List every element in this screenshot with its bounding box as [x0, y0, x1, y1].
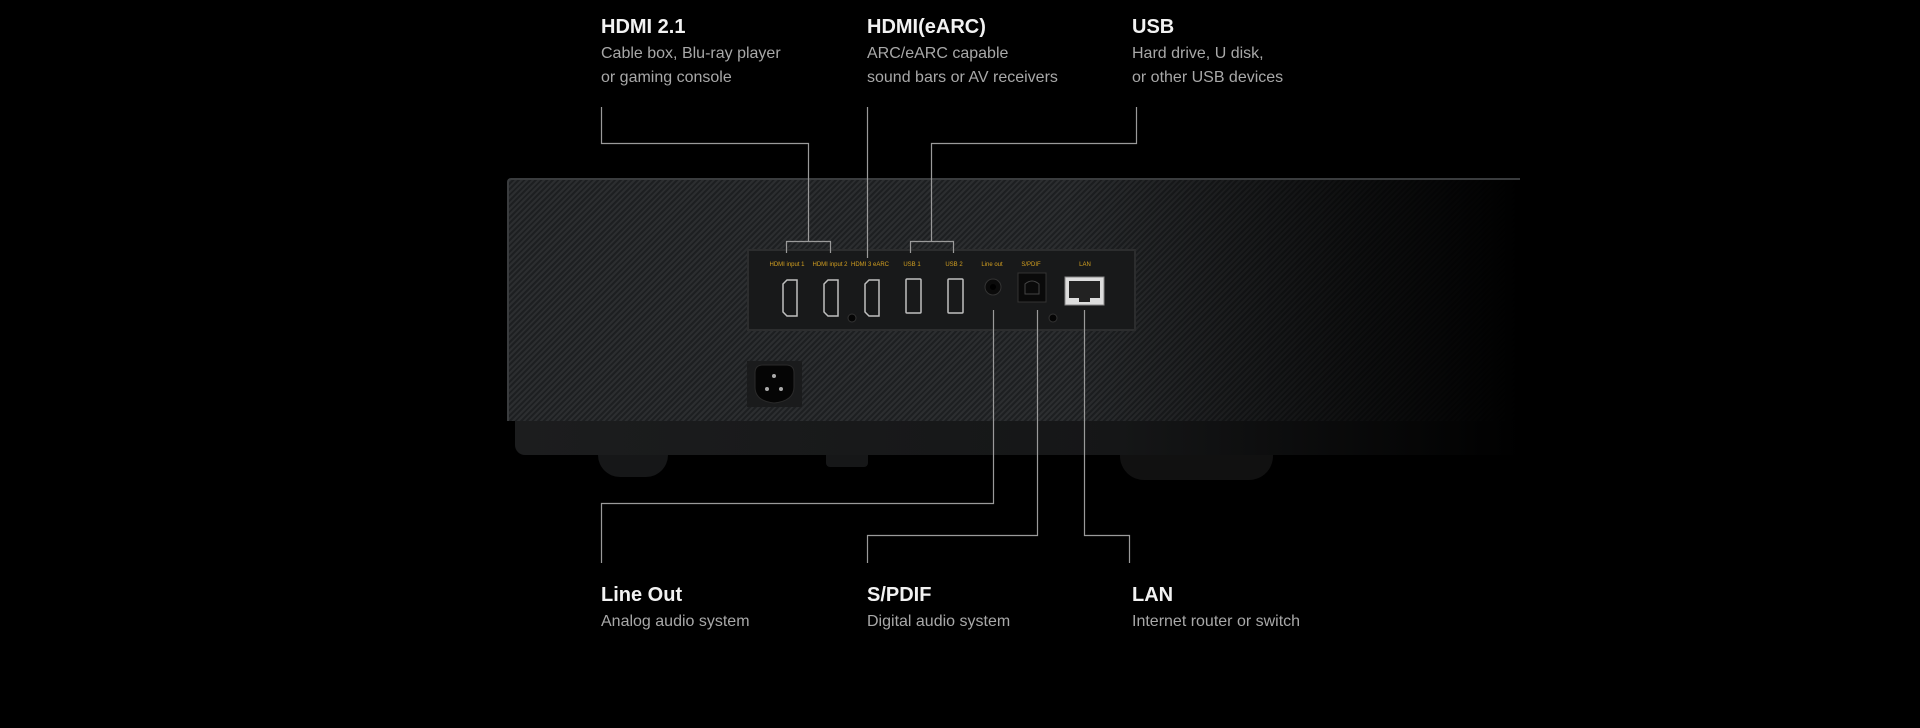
hdmi-port-1	[782, 279, 798, 317]
device-foot	[1120, 455, 1273, 480]
callout-desc: ARC/eARC capable	[867, 45, 1009, 62]
leader-line-lan	[1083, 310, 1131, 563]
device-base	[515, 419, 1525, 455]
leader-line-line-out	[600, 310, 995, 563]
port-label: S/PDIF	[1021, 262, 1041, 268]
callout-desc: or gaming console	[601, 69, 732, 86]
hdmi-port-2	[823, 279, 839, 317]
port-label: USB 2	[945, 262, 963, 268]
callout-desc: Internet router or switch	[1132, 613, 1301, 630]
port-label: Line out	[981, 262, 1003, 268]
callout-desc: sound bars or AV receivers	[867, 69, 1058, 86]
usb-port-1	[905, 278, 922, 314]
leader-line-spdif	[866, 310, 1039, 563]
callout-title: LAN	[1132, 584, 1174, 606]
device-foot	[598, 455, 668, 477]
port-label: HDMI 3 eARC	[851, 262, 890, 268]
usb-port-2	[947, 278, 964, 314]
power-socket	[747, 361, 802, 407]
port-label: HDMI input 1	[769, 262, 805, 268]
screw-hole	[847, 313, 857, 323]
port-label: HDMI input 2	[812, 262, 848, 268]
callout-desc: or other USB devices	[1132, 69, 1284, 86]
port-label: USB 1	[903, 262, 921, 268]
callout-desc: Digital audio system	[867, 613, 1011, 630]
callout-title: S/PDIF	[867, 584, 932, 606]
screw-hole	[1048, 313, 1058, 323]
callout-desc: Hard drive, U disk,	[1132, 45, 1264, 62]
callout-title: USB	[1132, 16, 1175, 38]
callout-title: HDMI(eARC)	[867, 16, 986, 38]
callout-title: HDMI 2.1	[601, 16, 686, 38]
device-foot	[826, 455, 868, 467]
hdmi-port-3	[864, 279, 880, 317]
callout-title: Line Out	[601, 584, 683, 606]
spdif-port	[1017, 272, 1047, 303]
port-label: LAN	[1079, 262, 1091, 268]
callout-desc: Cable box, Blu-ray player	[601, 45, 781, 62]
leader-line-hdmi-2-1	[600, 107, 832, 253]
leader-line-usb	[909, 107, 1138, 253]
callout-desc: Analog audio system	[601, 613, 750, 630]
